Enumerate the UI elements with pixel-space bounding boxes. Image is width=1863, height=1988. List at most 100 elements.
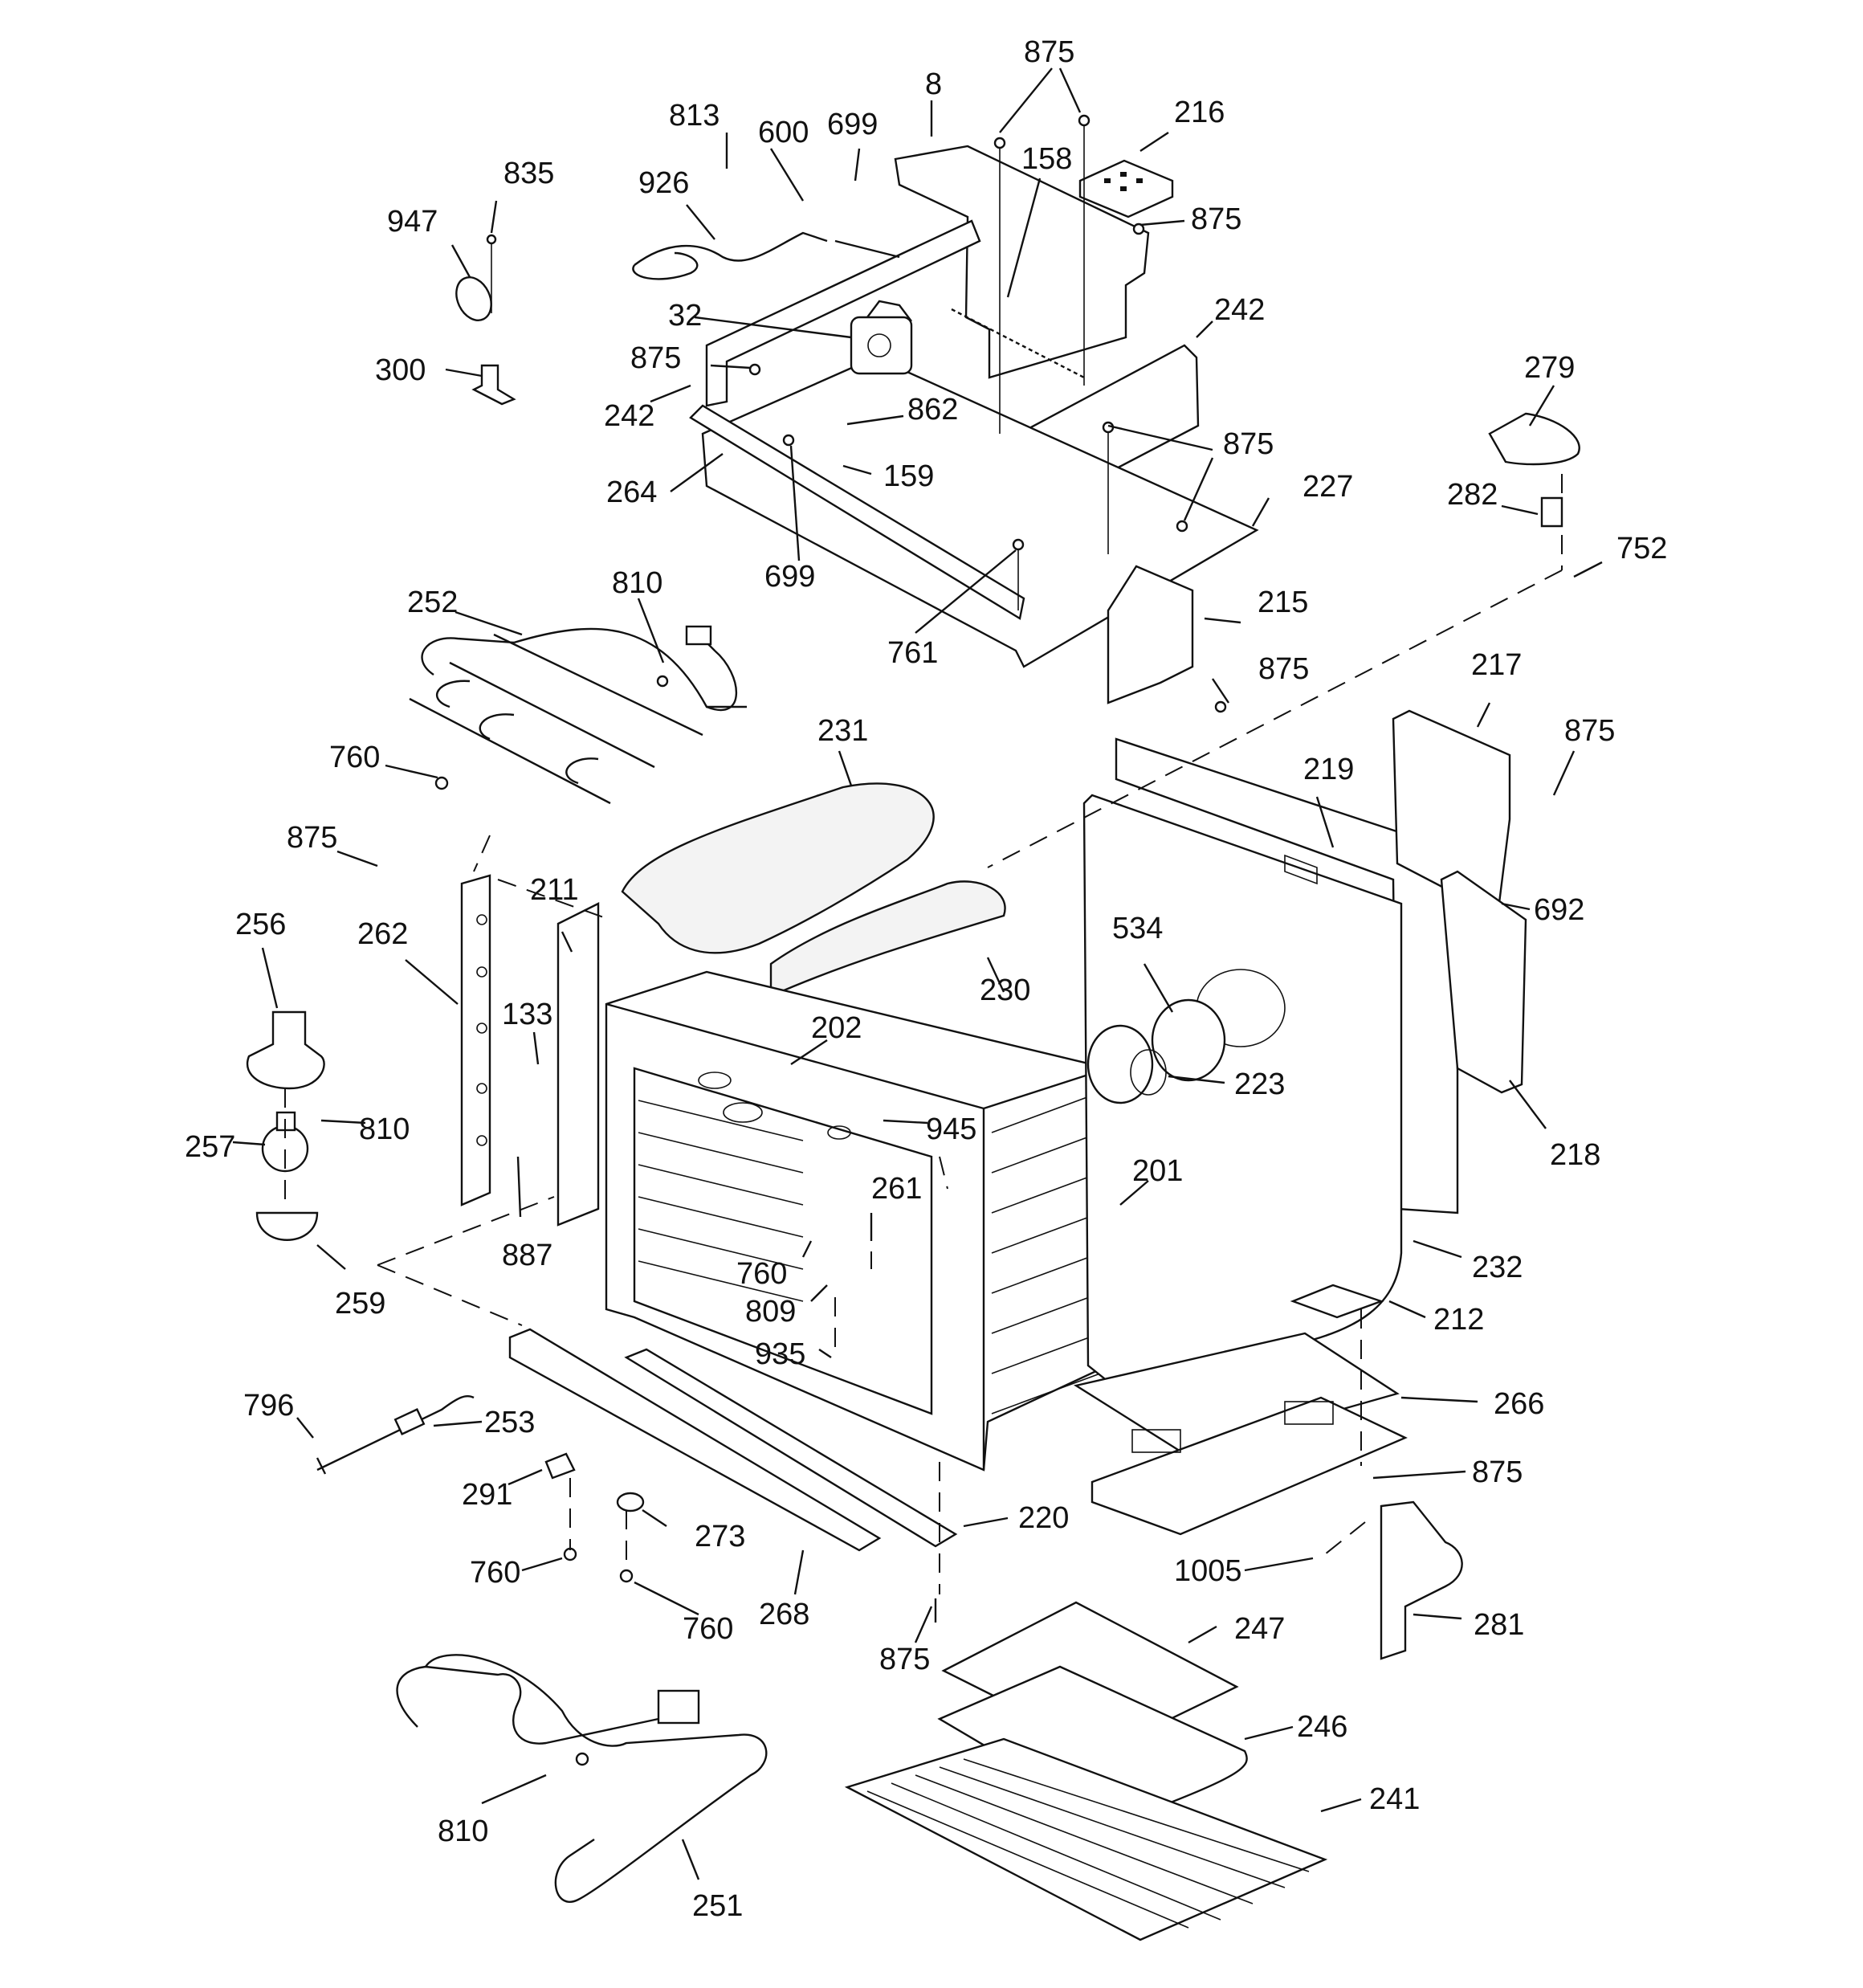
label-945: 945 xyxy=(926,1112,976,1146)
label-241: 241 xyxy=(1369,1782,1420,1816)
oven-cavity-part-201 xyxy=(556,782,1110,1472)
insulation-pad-part-230 xyxy=(769,880,1006,998)
label-242-a: 242 xyxy=(1214,293,1265,327)
label-262: 262 xyxy=(357,917,408,951)
label-300: 300 xyxy=(375,353,426,387)
label-257: 257 xyxy=(185,1130,235,1164)
label-211: 211 xyxy=(530,873,579,907)
label-281: 281 xyxy=(1474,1608,1524,1642)
label-809: 809 xyxy=(745,1295,796,1329)
label-875-d: 875 xyxy=(1223,427,1274,461)
insulation-blanket-part-231 xyxy=(621,782,935,954)
label-813: 813 xyxy=(669,99,720,133)
label-230: 230 xyxy=(980,974,1030,1007)
label-875-h: 875 xyxy=(1472,1455,1523,1489)
label-261: 261 xyxy=(871,1172,922,1206)
wrapper-part-211 xyxy=(556,902,600,1227)
label-935: 935 xyxy=(755,1337,805,1371)
front-trim-parts xyxy=(508,1328,958,1594)
pan-part-212 xyxy=(1290,1284,1384,1319)
bottom-plate-part-266 xyxy=(1073,1332,1400,1455)
label-202: 202 xyxy=(811,1011,862,1045)
divider-part-215 xyxy=(1107,565,1194,704)
label-227: 227 xyxy=(1302,470,1353,504)
label-256: 256 xyxy=(235,908,286,941)
bake-element-part-251 xyxy=(396,1654,768,1903)
rail-part-264 xyxy=(689,404,1025,620)
label-875-a: 875 xyxy=(1024,35,1074,69)
label-253: 253 xyxy=(484,1406,535,1439)
alignment-lines xyxy=(377,569,1563,1555)
label-947: 947 xyxy=(387,205,438,239)
label-810-c: 810 xyxy=(438,1815,488,1848)
bottom-left-parts xyxy=(316,1394,645,1583)
label-534: 534 xyxy=(1112,912,1163,945)
label-251: 251 xyxy=(692,1889,743,1923)
label-1005: 1005 xyxy=(1174,1554,1242,1588)
drive-spring-lower xyxy=(951,308,1085,379)
label-32: 32 xyxy=(668,299,702,333)
latch-part-281 xyxy=(1380,1500,1463,1660)
control-cover-part-217 xyxy=(1392,709,1511,917)
harness-connector-ring xyxy=(632,251,699,280)
label-252: 252 xyxy=(407,586,458,619)
label-760-b: 760 xyxy=(736,1257,787,1291)
control-board-part-218 xyxy=(1440,870,1527,1094)
label-220: 220 xyxy=(1018,1501,1069,1535)
label-875-g: 875 xyxy=(287,821,337,855)
label-268: 268 xyxy=(759,1598,809,1631)
label-291: 291 xyxy=(462,1478,512,1512)
back-panel-part-219 xyxy=(1082,737,1459,1383)
broil-element-part-252 xyxy=(409,625,747,805)
sensor-part-253 xyxy=(316,1394,475,1472)
label-279: 279 xyxy=(1524,351,1575,385)
clamp-part-947 xyxy=(455,276,492,321)
label-875-i: 875 xyxy=(879,1643,930,1676)
label-810-b: 810 xyxy=(359,1112,410,1146)
convection-fan-part-223 xyxy=(1086,1024,1154,1104)
broiler-pan-and-rack xyxy=(844,1601,1328,1941)
label-760-c: 760 xyxy=(470,1556,520,1590)
label-266: 266 xyxy=(1494,1387,1544,1421)
light-socket-part-256 xyxy=(246,1010,325,1090)
label-216: 216 xyxy=(1174,96,1225,129)
label-215: 215 xyxy=(1258,586,1308,619)
label-218: 218 xyxy=(1550,1138,1600,1172)
label-835: 835 xyxy=(503,157,554,190)
bracket-part-291 xyxy=(544,1452,576,1480)
label-133: 133 xyxy=(502,998,552,1031)
motor-part-32 xyxy=(850,300,913,375)
fan-shroud-part-534 xyxy=(1151,998,1226,1082)
label-158: 158 xyxy=(1021,142,1072,176)
label-926: 926 xyxy=(638,166,689,200)
label-761: 761 xyxy=(887,636,938,670)
side-rail-part-242-left xyxy=(705,219,981,407)
part-number-labels: 875 8 216 813 600 699 835 926 947 158 87… xyxy=(185,35,1667,1923)
label-201: 201 xyxy=(1132,1154,1183,1188)
label-212: 212 xyxy=(1433,1303,1484,1337)
label-760-d: 760 xyxy=(683,1612,733,1646)
top-bracket-part-8 xyxy=(894,145,1150,379)
label-247: 247 xyxy=(1234,1612,1285,1646)
label-875-f: 875 xyxy=(1564,714,1615,748)
sleeve-part-282 xyxy=(1540,496,1563,528)
label-273: 273 xyxy=(695,1520,745,1553)
label-699-a: 699 xyxy=(827,108,878,141)
cable-harness-part-600 xyxy=(634,231,828,266)
label-887: 887 xyxy=(502,1239,552,1272)
cover-part-279 xyxy=(1488,412,1580,466)
oven-rack-part-241 xyxy=(844,1737,1328,1941)
label-699-b: 699 xyxy=(764,560,815,594)
label-875-e: 875 xyxy=(1258,652,1309,686)
label-810-a: 810 xyxy=(612,566,662,600)
cap-part-273 xyxy=(616,1492,645,1512)
bottom-plates xyxy=(1073,1284,1408,1536)
label-232: 232 xyxy=(1472,1251,1523,1284)
label-217: 217 xyxy=(1471,648,1522,682)
label-264: 264 xyxy=(606,476,657,509)
light-assembly xyxy=(246,874,491,1241)
label-282: 282 xyxy=(1447,478,1498,512)
hinge-bracket-part-262 xyxy=(460,874,491,1206)
label-600: 600 xyxy=(758,116,809,149)
